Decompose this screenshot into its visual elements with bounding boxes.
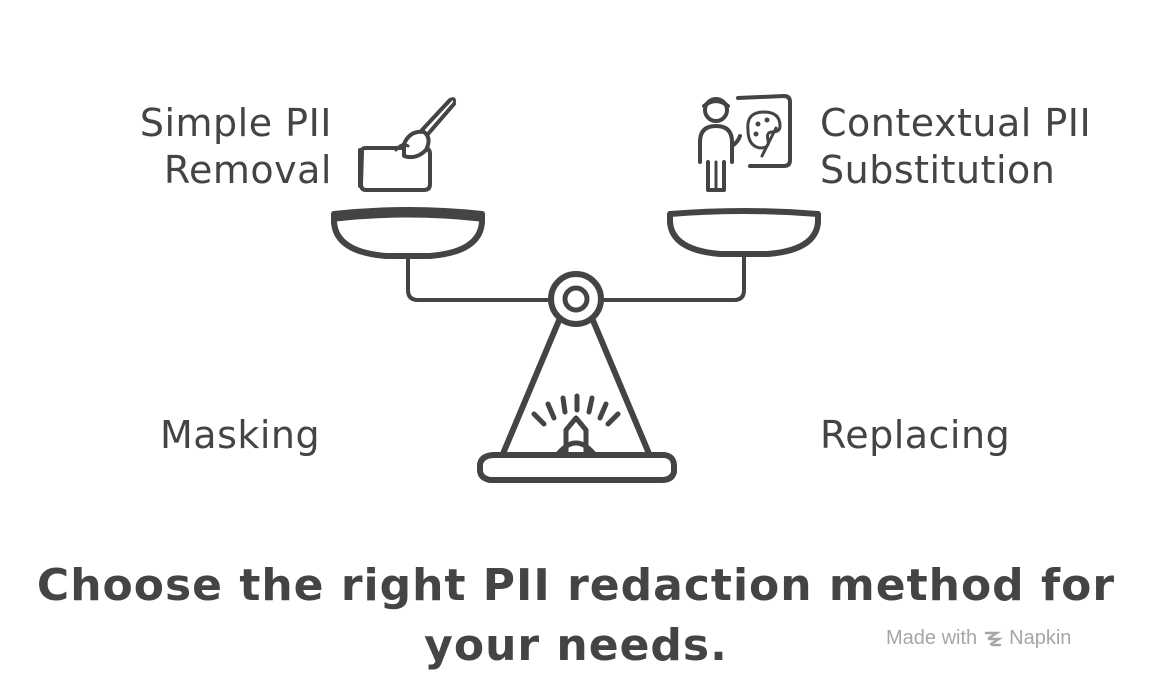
left-option-title: Simple PII Removal — [0, 100, 332, 194]
balance-indicator — [531, 393, 621, 457]
right-option-title-line-1: Contextual PII — [820, 101, 1092, 145]
left-pan — [331, 207, 557, 302]
made-with-napkin-watermark[interactable]: Made with Napkin — [886, 627, 1071, 650]
headline-line-1: Choose the right PII redaction method fo… — [36, 560, 1116, 611]
napkin-logo-icon — [984, 631, 1004, 646]
right-option-title-line-2: Substitution — [820, 148, 1056, 192]
left-option-title-line-1: Simple PII — [139, 101, 332, 145]
scale-pivot — [548, 271, 604, 327]
right-option-title: Contextual PII Substitution — [820, 100, 1091, 194]
scale-stand — [477, 315, 677, 483]
left-option-subtitle: Masking — [160, 413, 321, 457]
headline-line-2: your needs. — [424, 620, 728, 671]
watermark-prefix: Made with — [886, 627, 978, 649]
right-pan — [596, 208, 821, 302]
left-option-title-line-2: Removal — [163, 148, 332, 192]
watermark-brand: Napkin — [1009, 627, 1072, 649]
paint-brush-bucket-icon — [358, 97, 456, 192]
headline: Choose the right PII redaction method fo… — [0, 556, 1152, 676]
right-option-subtitle: Replacing — [820, 413, 1011, 457]
artist-easel-icon — [698, 94, 792, 192]
